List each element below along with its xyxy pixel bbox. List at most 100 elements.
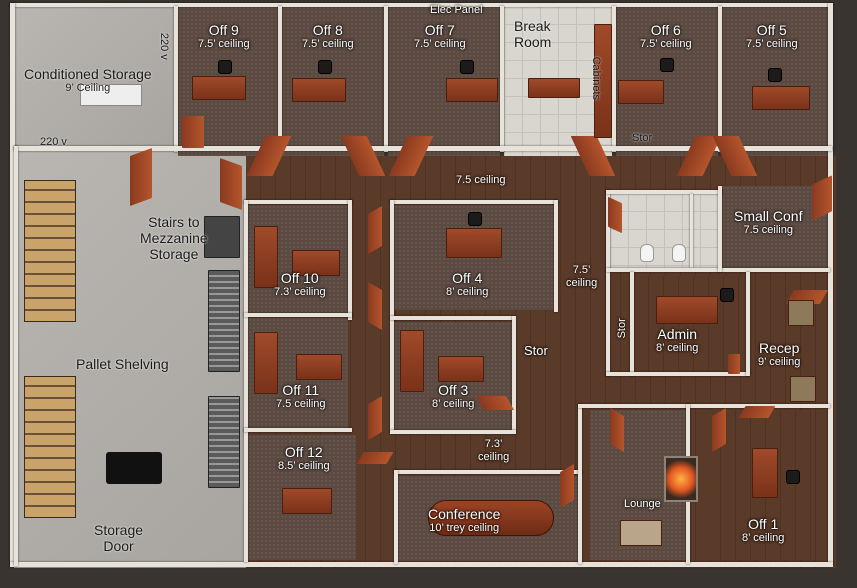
door-off4[interactable] — [368, 281, 382, 331]
recep-chair-b — [790, 376, 816, 402]
ceiling-height: 8’ ceiling — [742, 532, 785, 545]
desk-off6 — [618, 80, 664, 104]
break-counter — [528, 78, 580, 98]
corridor-ceiling-low: 7.3’ ceiling — [478, 438, 509, 463]
conditioned-storage-floor — [14, 6, 174, 148]
ceiling-height: 7.3’ ceiling — [274, 286, 326, 299]
door-restroom[interactable] — [608, 196, 622, 234]
room-label-off4: Off 4 8’ ceiling — [446, 270, 488, 299]
room-label-off1: Off 1 8’ ceiling — [742, 516, 784, 545]
wall-conference-top — [394, 470, 582, 474]
chair-off8 — [318, 60, 332, 74]
stor-label-mid: Stor — [524, 343, 548, 358]
cabinets-label: Cabinets — [590, 56, 603, 101]
lounge-fireplace — [664, 456, 698, 502]
wall-top — [10, 3, 832, 7]
wall-interior-left — [244, 200, 248, 562]
door-cond-storage-b[interactable] — [220, 157, 242, 211]
stairs-label: Stairs to Mezzanine Storage — [140, 214, 208, 262]
room-label-off8: Off 8 7.5’ ceiling — [302, 22, 354, 51]
storage-door-line2: Door — [103, 538, 134, 555]
room-name: Conditioned Storage — [24, 66, 152, 82]
wall-conference-left — [394, 470, 398, 564]
table-off3 — [438, 356, 484, 382]
room-label-off12: Off 12 8.5’ ceiling — [278, 444, 330, 473]
room-name: Off 8 — [312, 22, 343, 38]
room-name: Off 4 — [452, 270, 483, 286]
room-label-off3: Off 3 8’ ceiling — [432, 382, 474, 411]
desk-off8 — [292, 78, 346, 102]
desk-off9 — [192, 76, 246, 100]
ceiling-height: 8.5’ ceiling — [278, 460, 330, 473]
room-label-cond-storage: Conditioned Storage 9’ Ceiling — [24, 66, 152, 95]
room-label-lounge: Lounge — [624, 498, 661, 510]
desk-off3 — [400, 330, 424, 392]
room-name: Admin — [657, 326, 698, 342]
room-name: Off 7 — [424, 22, 455, 38]
chair-off7 — [460, 60, 474, 74]
chair-off4 — [468, 212, 482, 226]
wall-right — [828, 3, 833, 565]
room-name: Off 6 — [650, 22, 681, 38]
wall-off6-off5 — [718, 6, 722, 152]
door-cond-storage[interactable] — [130, 147, 152, 207]
door-lounge[interactable] — [610, 407, 624, 453]
room-name: Recep — [758, 340, 800, 356]
ceiling-height: 10’ trey ceiling — [429, 522, 500, 535]
off5-floor — [722, 6, 830, 156]
corridor-ceiling-mid-line1: 7.5’ — [572, 264, 591, 276]
ceiling-height: 7.5’ ceiling — [414, 38, 466, 51]
forklift — [106, 452, 162, 484]
room-name: Off 10 — [280, 270, 319, 286]
chair-off5 — [768, 68, 782, 82]
pallet-shelf-upper — [24, 180, 76, 322]
wall-break-off6 — [612, 6, 616, 152]
corridor-ceiling-mid: 7.5’ ceiling — [566, 264, 597, 289]
wall-left — [10, 3, 15, 565]
room-label-small-conf: Small Conf 7.5 ceiling — [734, 208, 802, 237]
desk-off1 — [752, 448, 778, 498]
mezzanine-stairs — [204, 216, 240, 258]
chair-off6 — [660, 58, 674, 72]
stairs-steps-lower — [208, 396, 240, 488]
wall-rest-top — [606, 190, 722, 194]
ac-unit — [80, 84, 142, 106]
voltage-label-top: 220 v — [157, 32, 170, 60]
conference-table — [428, 500, 554, 536]
restroom-floor — [610, 193, 720, 268]
stairs-label-line2: Mezzanine — [140, 230, 208, 247]
wall-rest-divider — [690, 194, 693, 268]
room-label-off6: Off 6 7.5’ ceiling — [640, 22, 692, 51]
corridor-ceiling-low-line1: 7.3’ — [484, 438, 503, 450]
door-admin[interactable] — [728, 354, 740, 374]
table-off10 — [292, 250, 340, 276]
storage-door-label: Storage Door — [94, 522, 143, 554]
ceiling-height: 9’ ceiling — [758, 356, 801, 369]
room-name: Small Conf — [734, 208, 803, 224]
room-label-admin: Admin 8’ ceiling — [656, 326, 698, 355]
ceiling-height: 8’ ceiling — [432, 398, 475, 411]
chair-off1 — [786, 470, 800, 484]
door-off9[interactable] — [182, 116, 204, 148]
voltage-label-left: 220 v — [40, 136, 67, 148]
stairs-steps — [208, 270, 240, 372]
storage-door-line1: Storage — [94, 522, 144, 538]
door-off10[interactable] — [368, 205, 382, 255]
corridor-ceiling-mid-line2: ceiling — [566, 276, 598, 289]
wall-off10-top — [244, 200, 352, 204]
stor-label-top: Stor — [632, 132, 653, 144]
table-off12 — [282, 488, 332, 514]
ceiling-height: 7.5’ ceiling — [746, 38, 798, 51]
ceiling-height: 7.5 ceiling — [276, 398, 326, 411]
ceiling-height: 7.5’ ceiling — [640, 38, 692, 51]
ceiling-height: 7.5 ceiling — [743, 224, 793, 237]
stairs-label-line3: Storage — [149, 246, 199, 263]
room-name: Off 12 — [284, 444, 323, 460]
ceiling-height: 7.5’ ceiling — [198, 38, 250, 51]
wall-smallconf-left — [718, 186, 722, 272]
wall-off4-top — [390, 200, 558, 204]
wall-off11-off12 — [244, 428, 352, 432]
pallet-shelving-label: Pallet Shelving — [76, 356, 169, 372]
room-name: Conference — [428, 506, 501, 522]
